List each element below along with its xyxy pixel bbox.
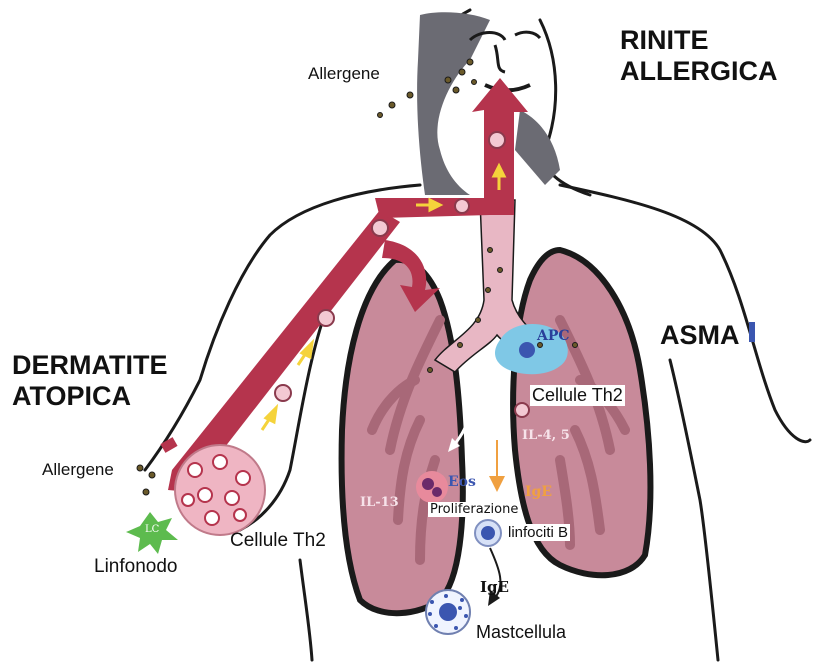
eye	[468, 31, 507, 42]
label-allergene-top: Allergene	[308, 64, 380, 83]
eosinophil	[416, 471, 448, 503]
label-cellule-th2-lung: Cellule Th2	[530, 385, 625, 406]
label-dermatite-atopica: DERMATITE ATOPICA	[12, 350, 168, 412]
mast-cell	[425, 589, 471, 635]
neck-shade	[515, 110, 560, 185]
ige-arrow	[488, 547, 502, 606]
b-lymphocyte	[474, 519, 502, 547]
apc-cell	[495, 324, 568, 375]
label-cellule-th2-left: Cellule Th2	[230, 530, 326, 551]
label-linfonodo: Linfonodo	[94, 556, 178, 577]
eye-2	[514, 30, 542, 40]
skin-lesion	[160, 437, 178, 453]
label-lc: LC	[145, 524, 160, 535]
label-il13: IL-13	[360, 495, 399, 510]
label-dermatite-line1: DERMATITE	[12, 350, 168, 380]
label-linfociti-b: linfociti B	[506, 524, 571, 541]
hair	[417, 12, 490, 196]
allergen-particles	[136, 58, 593, 496]
langerhans-cell	[126, 512, 178, 554]
label-apc: APC	[537, 328, 570, 344]
label-rinite-line1: RINITE	[620, 25, 709, 55]
circulating-cells	[274, 131, 506, 402]
label-asma: ASMA	[660, 320, 740, 350]
label-il45: IL-4, 5	[522, 428, 570, 443]
flow-arrows	[260, 162, 507, 431]
nose	[493, 44, 506, 74]
asthma-marker	[749, 322, 755, 342]
body-outline	[143, 8, 812, 662]
label-allergene-left: Allergene	[42, 460, 114, 479]
label-ige-arrow: IgE	[480, 578, 509, 596]
label-proliferazione: Proliferazione	[428, 502, 521, 517]
signal-arrows	[448, 409, 505, 492]
head	[417, 12, 560, 196]
label-mastcellula: Mastcellula	[476, 622, 567, 642]
lymph-node	[174, 444, 266, 536]
label-rinite-line2: ALLERGICA	[620, 56, 778, 86]
label-rinite-allergica: RINITE ALLERGICA	[620, 25, 778, 87]
th2-lung-cell	[514, 402, 530, 418]
label-ige-lung: IgE	[525, 484, 553, 500]
label-dermatite-line2: ATOPICA	[12, 381, 132, 411]
label-eos: Eos	[448, 474, 476, 490]
left-lung	[338, 256, 466, 617]
